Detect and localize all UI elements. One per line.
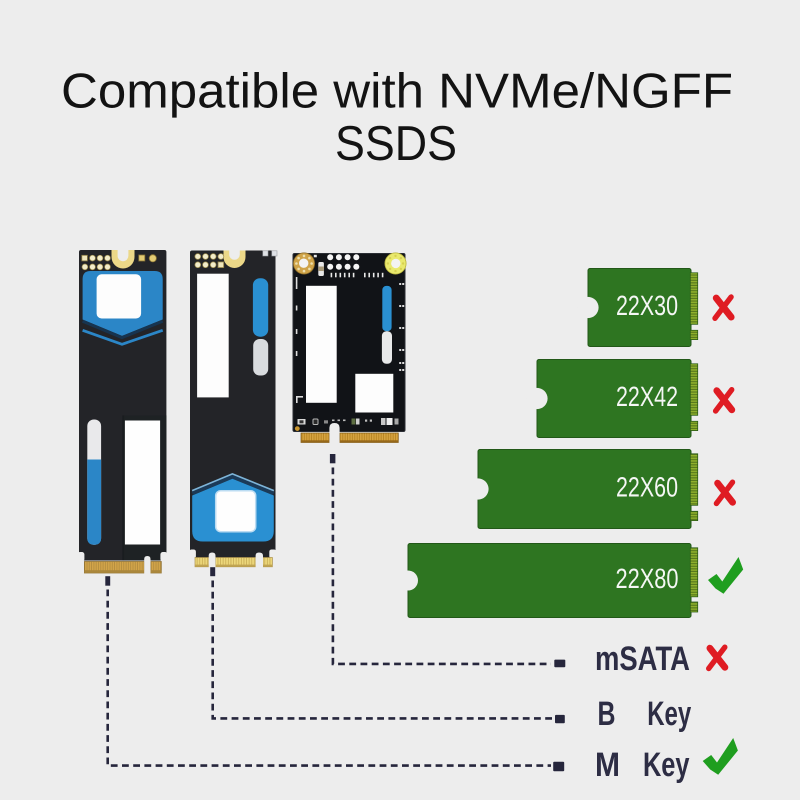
svg-text:Key: Key <box>647 695 691 733</box>
svg-text:Key: Key <box>643 746 690 784</box>
svg-text:22X42: 22X42 <box>616 381 678 412</box>
svg-text:22X30: 22X30 <box>616 290 678 321</box>
svg-text:SSDS: SSDS <box>335 117 457 171</box>
svg-text:22X60: 22X60 <box>616 471 678 502</box>
svg-text:mSATA: mSATA <box>595 640 690 678</box>
svg-text:M: M <box>595 746 620 784</box>
svg-text:22X80: 22X80 <box>616 563 679 594</box>
svg-text:B: B <box>598 695 616 733</box>
svg-text:Compatible with NVMe/NGFF: Compatible with NVMe/NGFF <box>61 65 733 119</box>
